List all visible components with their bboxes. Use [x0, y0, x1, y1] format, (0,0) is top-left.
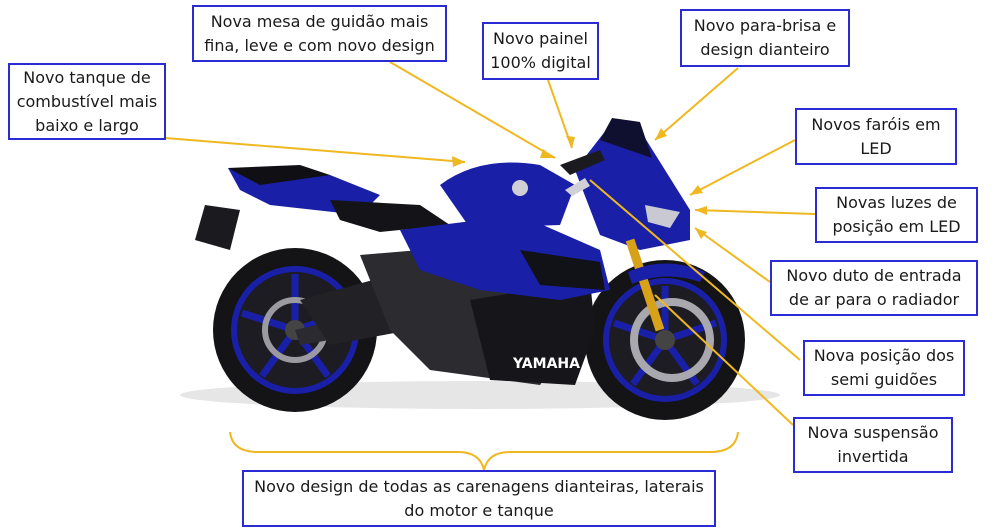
label-farois: Novos faróis em LED [795, 108, 957, 165]
label-mesa: Nova mesa de guidão mais fina, leve e co… [192, 5, 447, 62]
label-luzes: Novas luzes de posição em LED [815, 187, 978, 243]
label-duto: Novo duto de entrada de ar para o radiad… [770, 260, 978, 316]
label-guidoes: Nova posição dos semi guidões [803, 340, 965, 396]
leader-parabrisa [654, 67, 739, 141]
front-fork [625, 238, 665, 332]
yamaha-logo: YAMAHA [512, 356, 580, 372]
leader-tanque [164, 137, 466, 163]
label-guidoes-text: Nova posição dos semi guidões [813, 346, 955, 389]
seat [330, 200, 450, 232]
handlebar [560, 150, 605, 175]
label-carenagens: Novo design de todas as carenagens diant… [242, 470, 716, 527]
label-painel-text: Novo painel 100% digital [490, 29, 591, 72]
leader-suspensao [654, 294, 794, 426]
label-painel: Novo painel 100% digital [482, 22, 599, 80]
leader-duto [694, 227, 771, 283]
label-tanque-text: Novo tanque de combustível mais baixo e … [16, 67, 158, 135]
leader-guidoes [589, 179, 801, 361]
label-tanque: Novo tanque de combustível mais baixo e … [8, 63, 166, 140]
headlight [645, 205, 680, 228]
label-suspensao-text: Nova suspensão invertida [807, 423, 939, 466]
windscreen [600, 118, 652, 158]
front-wheel [585, 260, 745, 420]
leader-farois [689, 139, 796, 196]
label-parabrisa: Novo para-brisa e design dianteiro [680, 9, 850, 67]
label-mesa-text: Nova mesa de guidão mais fina, leve e co… [204, 11, 435, 55]
lower-fairing [470, 280, 595, 385]
front-fender [628, 263, 705, 284]
label-suspensao: Nova suspensão invertida [793, 417, 953, 473]
bracket-carenagens [229, 431, 739, 471]
fuel-tank [440, 162, 575, 228]
leader-luzes [694, 209, 816, 215]
label-carenagens-text: Novo design de todas as carenagens diant… [254, 476, 704, 520]
label-farois-text: Novos faróis em LED [811, 114, 941, 158]
rear-hugger [195, 205, 240, 250]
leader-mesa [389, 61, 556, 159]
label-luzes-text: Novas luzes de posição em LED [832, 193, 961, 236]
label-duto-text: Novo duto de entrada de ar para o radiad… [786, 266, 962, 309]
label-parabrisa-text: Novo para-brisa e design dianteiro [693, 16, 837, 59]
